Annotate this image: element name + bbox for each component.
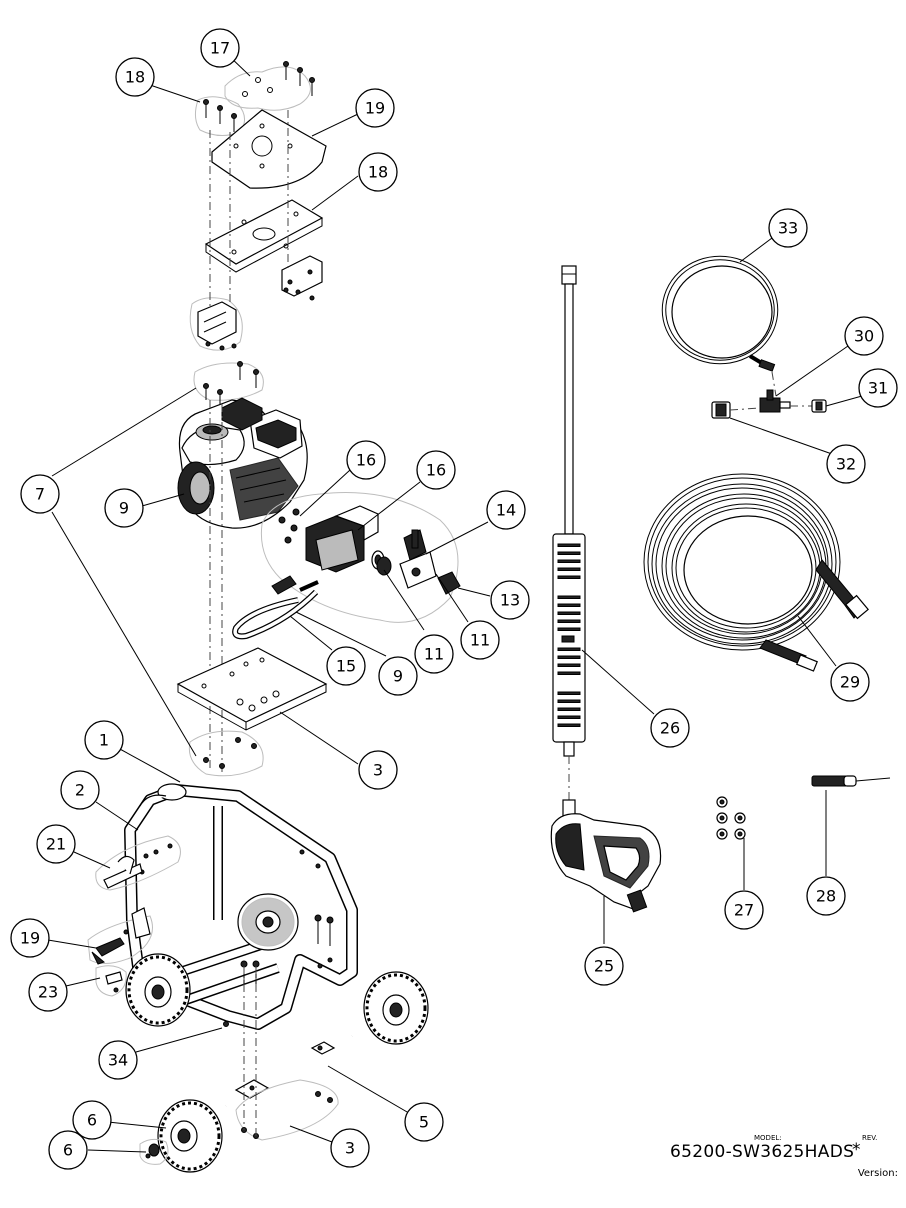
svg-text:19: 19 — [365, 99, 385, 118]
rev-label: REV. — [862, 1134, 878, 1142]
svg-text:29: 29 — [840, 673, 860, 692]
callout-21: 21 — [36, 824, 76, 864]
svg-text:17: 17 — [210, 39, 230, 58]
callout-5: 5 — [404, 1102, 444, 1142]
title-block: MODEL: REV. 65200-SW3625HADS * Version: — [658, 1134, 898, 1198]
callout-27: 27 — [724, 890, 764, 930]
callout-19-upper: 19 — [355, 88, 395, 128]
svg-text:6: 6 — [63, 1141, 73, 1160]
callout-18-lower: 18 — [358, 152, 398, 192]
callout-18-upper: 18 — [115, 57, 155, 97]
svg-text:3: 3 — [373, 761, 383, 780]
callout-31: 31 — [858, 368, 898, 408]
callout-32: 32 — [826, 444, 866, 484]
callout-7: 7 — [20, 474, 60, 514]
high-pressure-hose — [643, 473, 869, 672]
cart-frame — [124, 783, 429, 1173]
frame-accessories — [87, 835, 181, 997]
engine — [177, 361, 308, 775]
version-label: Version: — [857, 1168, 898, 1179]
nozzle-cleaning-tool — [811, 775, 891, 787]
callout-29: 29 — [830, 662, 870, 702]
svg-text:7: 7 — [35, 485, 45, 504]
svg-text:18: 18 — [125, 68, 145, 87]
callout-11-right: 11 — [460, 620, 500, 660]
svg-text:28: 28 — [816, 887, 836, 906]
svg-text:23: 23 — [38, 983, 58, 1002]
svg-text:15: 15 — [336, 657, 356, 676]
callout-28: 28 — [806, 876, 846, 916]
svg-text:9: 9 — [119, 499, 129, 518]
callout-34: 34 — [98, 1040, 138, 1080]
engine-cover-assembly — [189, 61, 327, 351]
svg-text:14: 14 — [496, 501, 516, 520]
callout-6-upper: 6 — [72, 1100, 112, 1140]
callout-1: 1 — [84, 720, 124, 760]
svg-text:34: 34 — [108, 1051, 128, 1070]
model-label: MODEL: — [754, 1134, 782, 1142]
callout-26: 26 — [650, 708, 690, 748]
pump-assembly — [260, 492, 461, 623]
svg-text:25: 25 — [594, 957, 614, 976]
svg-text:19: 19 — [20, 929, 40, 948]
svg-text:11: 11 — [470, 631, 490, 650]
callout-11-left: 11 — [414, 634, 454, 674]
callout-labels: 17 18 19 18 7 9 16 16 14 13 11 11 9 15 3… — [10, 28, 898, 1170]
rev-value: * — [852, 1140, 861, 1160]
svg-text:6: 6 — [87, 1111, 97, 1130]
pump-hose — [232, 575, 319, 640]
svg-text:1: 1 — [99, 731, 109, 750]
svg-text:13: 13 — [500, 591, 520, 610]
model-number: 65200-SW3625HADS — [670, 1142, 855, 1162]
callout-6-lower: 6 — [48, 1130, 88, 1170]
svg-text:27: 27 — [734, 901, 754, 920]
callout-19-lower: 19 — [10, 918, 50, 958]
callout-23: 23 — [28, 972, 68, 1012]
callout-17: 17 — [200, 28, 240, 68]
spray-wand — [552, 265, 586, 800]
plate-bolts — [203, 99, 237, 132]
leader-lines — [47, 54, 863, 1153]
svg-text:5: 5 — [419, 1113, 429, 1132]
cover-bolts — [242, 61, 315, 97]
base-plate — [176, 647, 328, 777]
callout-3-upper: 3 — [358, 750, 398, 790]
svg-text:33: 33 — [778, 219, 798, 238]
callout-16-left: 16 — [346, 440, 386, 480]
callout-13: 13 — [490, 580, 530, 620]
spray-gun — [550, 799, 662, 913]
svg-text:2: 2 — [75, 781, 85, 800]
svg-text:16: 16 — [356, 451, 376, 470]
svg-text:9: 9 — [393, 667, 403, 686]
axle-assembly — [223, 966, 353, 1141]
svg-text:26: 26 — [660, 719, 680, 738]
callout-2: 2 — [60, 770, 100, 810]
svg-text:18: 18 — [368, 163, 388, 182]
svg-text:21: 21 — [46, 835, 66, 854]
callout-16-right: 16 — [416, 450, 456, 490]
svg-text:30: 30 — [854, 327, 874, 346]
svg-text:3: 3 — [345, 1139, 355, 1158]
wand-grip-slots — [557, 543, 581, 727]
callout-25: 25 — [584, 946, 624, 986]
callout-33: 33 — [768, 208, 808, 248]
callout-14: 14 — [486, 490, 526, 530]
svg-text:11: 11 — [424, 645, 444, 664]
callout-9-engine: 9 — [104, 488, 144, 528]
callout-3-lower: 3 — [330, 1128, 370, 1168]
svg-text:31: 31 — [868, 379, 888, 398]
callout-30: 30 — [844, 316, 884, 356]
svg-text:16: 16 — [426, 461, 446, 480]
detergent-hose — [661, 255, 827, 419]
nozzle-set — [716, 796, 746, 840]
callout-15: 15 — [326, 646, 366, 686]
callout-9-hose: 9 — [378, 656, 418, 696]
svg-text:32: 32 — [836, 455, 856, 474]
